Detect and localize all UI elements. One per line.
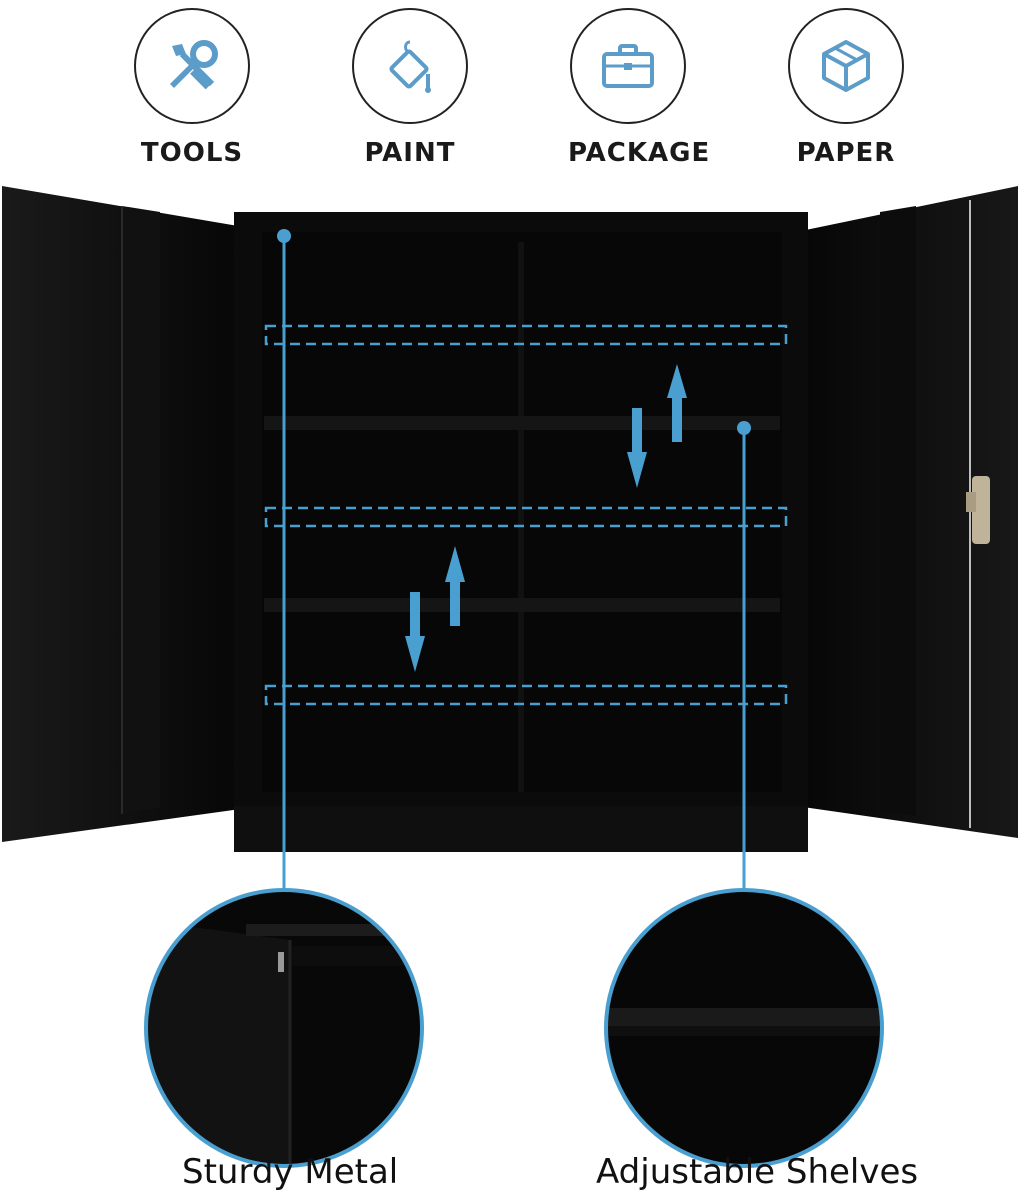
- feature-label: PAINT: [364, 138, 456, 168]
- shelf-position-outline: [264, 324, 788, 346]
- shelf-position-outline: [264, 506, 788, 528]
- shelf-position-outline: [264, 684, 788, 706]
- caption-sturdy-metal: Sturdy Metal: [182, 1152, 399, 1192]
- arrow-down-icon: [627, 408, 647, 488]
- left-door: [2, 186, 262, 842]
- lock-handle-icon: [966, 476, 990, 544]
- shelf: [264, 598, 780, 612]
- feature-paint: PAINT: [350, 8, 470, 168]
- arrow-up-icon: [445, 546, 465, 626]
- feature-paper: PAPER: [786, 8, 906, 168]
- shelf: [264, 416, 780, 430]
- paint-bucket-icon: [352, 8, 468, 124]
- feature-package: PACKAGE: [568, 8, 711, 168]
- zoom-circle-adjustable-shelves: [604, 888, 884, 1168]
- caption-adjustable-shelves: Adjustable Shelves: [596, 1152, 919, 1192]
- briefcase-icon: [570, 8, 686, 124]
- callout-line: [277, 229, 291, 890]
- tools-icon: [134, 8, 250, 124]
- right-door: [796, 186, 1018, 838]
- box-icon: [788, 8, 904, 124]
- feature-label: TOOLS: [140, 138, 244, 168]
- arrow-down-icon: [405, 592, 425, 672]
- zoom-circle-sturdy-metal: [144, 888, 424, 1168]
- cabinet-body: [234, 212, 808, 852]
- feature-tools: TOOLS: [132, 8, 252, 168]
- callout-line: [737, 421, 751, 890]
- feature-label: PACKAGE: [568, 138, 711, 168]
- feature-label: PAPER: [796, 138, 896, 168]
- arrow-up-icon: [667, 364, 687, 442]
